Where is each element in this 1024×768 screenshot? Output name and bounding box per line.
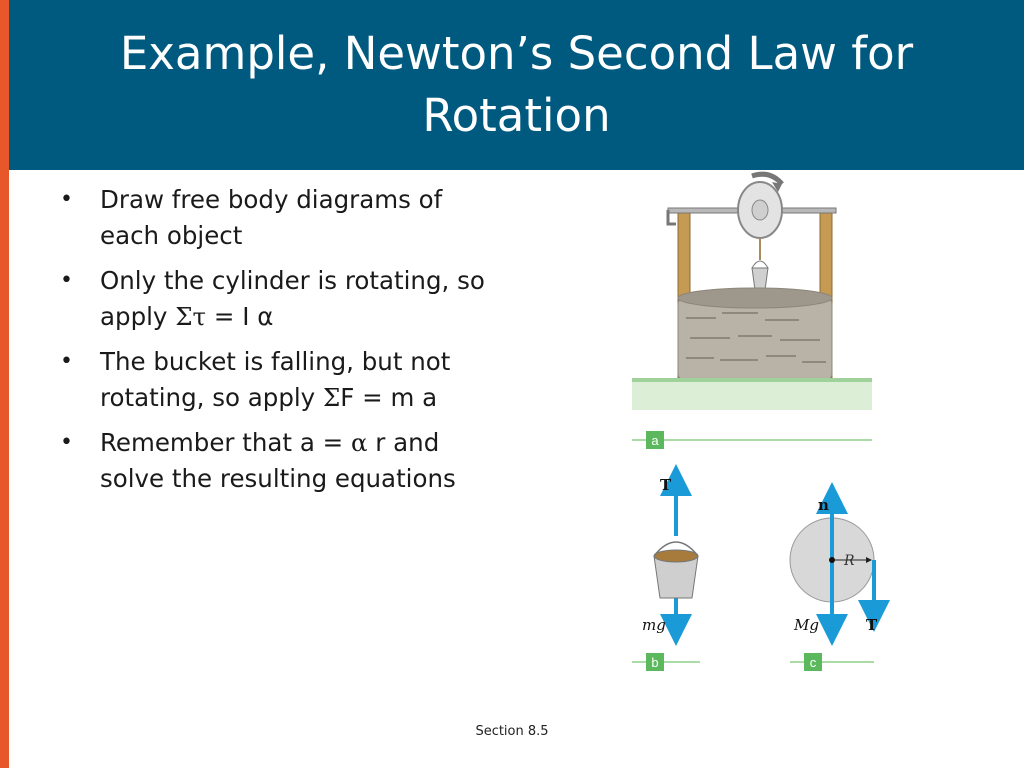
greek-symbol: α [350,428,368,457]
bullet-item: • Only the cylinder is rotating, so appl… [58,263,508,335]
bullet-dot-icon: • [60,268,73,293]
panel-label-c: c [790,653,874,671]
bullet-text-tail: F = m a [340,383,438,412]
cylinder-force-right-label: T [866,616,878,634]
bullet-item: • Draw free body diagrams of each object [58,182,508,254]
greek-symbol: Σ [322,383,341,412]
physics-figure: a T mg n R Mg T b c [632,171,890,671]
bullet-text-tail: = I α [206,302,274,331]
bullet-dot-icon: • [60,430,73,455]
bullet-dot-icon: • [60,187,73,212]
left-accent-stripe [0,0,9,768]
panel-label-a: a [632,431,872,449]
radius-label: R [843,553,855,569]
slide-title: Example, Newton’s Second Law for Rotatio… [119,27,914,142]
cylinder-force-top-label: n [818,496,829,514]
bullet-list: • Draw free body diagrams of each object… [58,182,508,506]
bullet-dot-icon: • [60,349,73,374]
bullet-text: Only the cylinder is rotating, so apply [100,266,485,331]
panel-label-text: a [651,433,659,448]
bucket-force-top-label: T [660,476,672,494]
slide-footer: Section 8.5 [475,724,549,739]
panel-label-b: b [632,653,700,671]
well-illustration [632,171,872,410]
bullet-item: • The bucket is falling, but not rotatin… [58,344,508,416]
bucket-force-bottom-label: mg [642,616,666,634]
bullet-text: Remember that a = [100,428,351,457]
cylinder-force-bottom-label: Mg [793,616,819,634]
panel-label-text: b [651,655,658,670]
cylinder-free-body-diagram: n R Mg T [789,482,890,646]
title-bar: Example, Newton’s Second Law for Rotatio… [9,0,1024,170]
bullet-text: The bucket is falling, but not rotating,… [100,347,451,412]
panel-label-text: c [810,655,817,670]
bullet-text-tail: r and solve the resulting equations [100,428,456,493]
bullet-item: • Remember that a = α r and solve the re… [58,425,508,497]
bullet-text: Draw free body diagrams of each object [100,185,443,250]
bucket-free-body-diagram: T mg [642,464,699,646]
greek-symbol: Στ [175,302,207,331]
